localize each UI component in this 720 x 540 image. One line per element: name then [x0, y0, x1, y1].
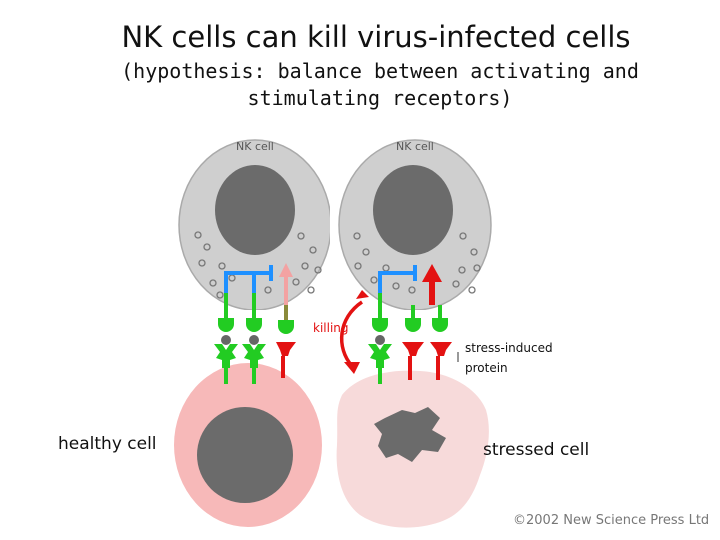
nk-cell-right [338, 139, 492, 310]
damaged-nucleus [374, 407, 446, 462]
stress-induced-protein-label: stress-induced protein [465, 341, 553, 375]
healthy-cell [174, 363, 322, 527]
slide-title: NK cells can kill virus-infected cells [121, 20, 631, 54]
copyright: ©2002 New Science Press Ltd [513, 513, 709, 528]
killing-label: killing [313, 321, 349, 335]
nk-cell-left [178, 139, 330, 310]
nk-cell-right-label: NK cell [396, 140, 434, 153]
stressed-cell-label: stressed cell [483, 440, 590, 460]
healthy-cell-label: healthy cell [58, 434, 157, 454]
receptors-left [214, 263, 296, 384]
slide-subtitle: (hypothesis: balance between activating … [121, 59, 639, 110]
stressed-cell [336, 370, 489, 528]
killing-arrow [339, 290, 369, 374]
nk-cell-left-label: NK cell [236, 140, 274, 153]
receptors-right [368, 264, 459, 384]
